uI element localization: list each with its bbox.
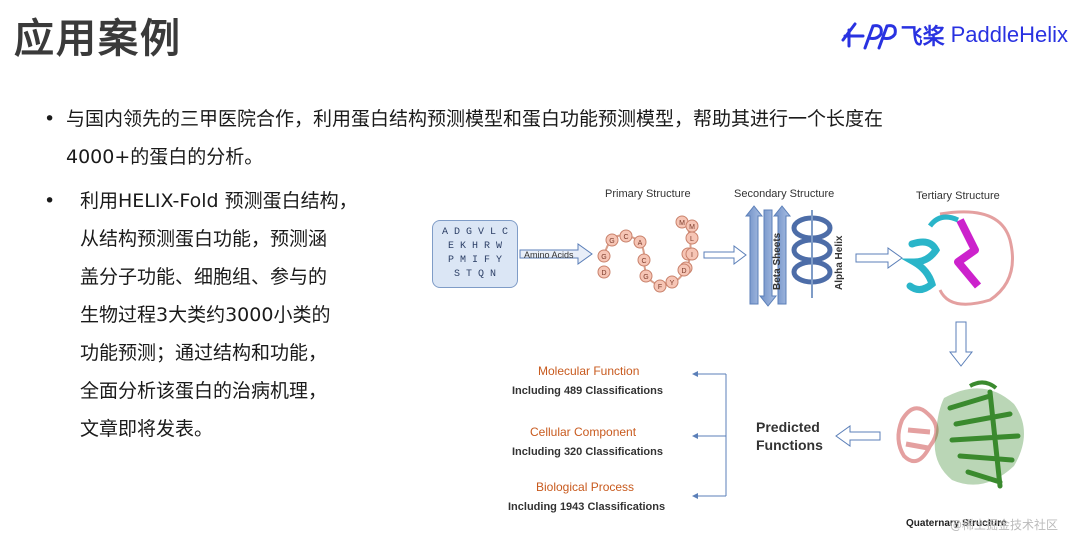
alpha-helix-icon — [791, 210, 833, 298]
quaternary-structure-image — [896, 380, 1024, 489]
amino-acid-bead — [665, 275, 679, 289]
amino-acid-bead — [653, 279, 667, 293]
amino-acid-bead-letter: Y — [670, 280, 675, 287]
logo-english-text: PaddleHelix — [950, 22, 1068, 47]
function-biological-detail: Including 1943 Classifications — [508, 501, 666, 513]
amino-acid-bead — [685, 219, 699, 233]
bullet-2-line-7: 文章即将发表。 — [80, 418, 214, 440]
alpha-helix-label: Alpha Helix — [834, 235, 845, 290]
amino-acid-bead — [619, 229, 633, 243]
amino-acid-bead — [637, 253, 651, 267]
bullet-2-line-5: 功能预测；通过结构和功能， — [80, 342, 328, 364]
bullet-point-1: • 与国内领先的三甲医院合作，利用蛋白结构预测模型和蛋白功能预测模型，帮助其进行… — [44, 100, 1004, 176]
watermark-text: @稀土掘金技术社区 — [950, 518, 1059, 532]
sequence-line: A D G V L C — [441, 227, 508, 238]
function-molecular-name: Molecular Function — [538, 364, 640, 378]
amino-acid-bead-letter: L — [690, 236, 694, 243]
amino-acid-bead — [639, 269, 653, 283]
beta-sheets-label: Beta Sheets — [772, 232, 783, 290]
amino-acid-bead-letter: I — [691, 252, 693, 259]
amino-acids-arrow — [519, 243, 593, 265]
tertiary-structure-label: Tertiary Structure — [916, 190, 1000, 202]
paddlehelix-logo: 飞桨 PaddleHelix — [839, 18, 1068, 52]
amino-acid-bead — [685, 247, 699, 261]
paddle-logo-icon — [841, 22, 897, 50]
quaternary-structure-label: Quaternary Structure — [906, 518, 1007, 529]
bullet-2-line-2: 从结构预测蛋白功能，预测涵 — [80, 228, 328, 250]
amino-acid-bead-letter: D — [681, 268, 686, 275]
bullet-dot: • — [44, 108, 56, 130]
amino-acid-bead-letter: F — [658, 284, 662, 291]
amino-acid-bead-letter: A — [638, 240, 643, 247]
sequence-line: P M I F Y — [447, 255, 502, 266]
primary-to-secondary-arrow — [703, 245, 747, 265]
amino-acids-label: Amino Acids — [524, 250, 574, 260]
predicted-functions-label: Predicted Functions — [756, 419, 823, 453]
amino-acid-bead — [605, 233, 619, 247]
amino-acid-bead-letter: M — [689, 224, 695, 231]
secondary-structure-label: Secondary Structure — [734, 188, 835, 200]
function-cellular-name: Cellular Component — [530, 425, 637, 439]
amino-acid-bead — [633, 235, 647, 249]
amino-acid-bead-letter: M — [679, 220, 685, 227]
bullet-1-line-1: 与国内领先的三甲医院合作，利用蛋白结构预测模型和蛋白功能预测模型，帮助其进行一个… — [66, 108, 884, 130]
bullet-2-line-1: 利用HELIX-Fold 预测蛋白结构， — [80, 190, 358, 212]
secondary-to-tertiary-arrow — [855, 247, 903, 269]
function-biological-name: Biological Process — [536, 480, 635, 494]
amino-acid-bead-letter: G — [601, 254, 606, 261]
primary-structure-bead-chain: GDGCACGFYRDLMMID — [597, 215, 699, 293]
amino-acid-bead-letter: G — [609, 238, 614, 245]
amino-acid-bead — [677, 263, 691, 277]
tertiary-to-quaternary-arrow — [948, 321, 974, 367]
sequence-line: S T Q N — [453, 269, 496, 280]
amino-acid-bead-letter: D — [601, 270, 606, 277]
beta-sheets-icon — [744, 205, 792, 307]
bullet-2-line-4: 生物过程3大类约3000小类的 — [80, 304, 331, 326]
amino-acid-bead — [597, 265, 611, 279]
bullet-2-line-6: 全面分析该蛋白的治病机理， — [80, 380, 328, 402]
amino-acid-bead-letter: C — [641, 258, 646, 265]
function-molecular-detail: Including 489 Classifications — [512, 385, 663, 397]
bullet-2-line-3: 盖分子功能、细胞组、参与的 — [80, 266, 328, 288]
amino-acid-sequence-box: A D G V L C E K H R W P M I F Y S T Q N — [432, 220, 518, 288]
quaternary-to-functions-arrow — [835, 425, 881, 447]
logo-chinese-text: 飞桨 — [900, 25, 945, 50]
function-bracket — [692, 371, 727, 499]
tertiary-structure-image — [900, 210, 1014, 306]
bullet-1-line-2: 4000+的蛋白的分析。 — [66, 146, 264, 168]
bullet-dot: • — [44, 190, 56, 212]
slide-title: 应用案例 — [14, 16, 182, 62]
sequence-line: E K H R W — [447, 241, 502, 252]
amino-acid-bead-letter: C — [623, 234, 628, 241]
primary-structure-label: Primary Structure — [605, 188, 691, 200]
bullet-point-2: • 利用HELIX-Fold 预测蛋白结构， 从结构预测蛋白功能，预测涵 盖分子… — [44, 182, 384, 448]
amino-acid-bead — [597, 249, 611, 263]
function-cellular-detail: Including 320 Classifications — [512, 446, 663, 458]
amino-acid-bead-letter: G — [643, 274, 648, 281]
